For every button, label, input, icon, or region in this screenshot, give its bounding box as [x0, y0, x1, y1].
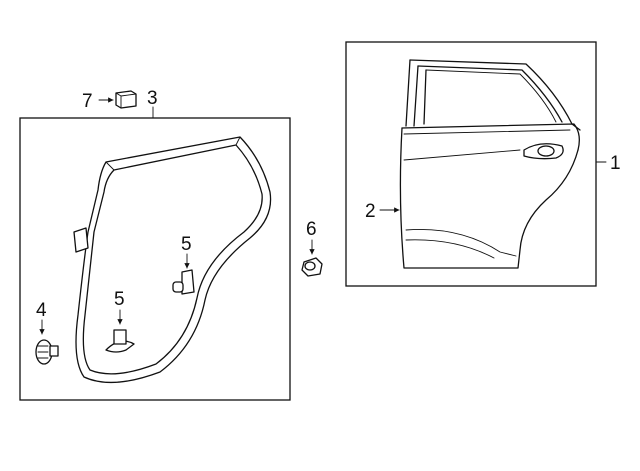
callout-clip-lower: 5 — [114, 289, 125, 310]
callout-retainer-clip: 7 — [82, 91, 93, 112]
retainer-clip-part — [115, 90, 137, 109]
callout-plug-left: 4 — [36, 300, 47, 321]
clip-lower-part — [105, 329, 135, 353]
rear-door-shell — [399, 59, 581, 269]
clip-upper-part — [172, 269, 195, 295]
callout-door-assembly: 1 — [610, 153, 621, 174]
weatherstrip-group-box — [19, 117, 291, 401]
callout-door-shell: 2 — [365, 201, 376, 222]
weatherstrip-seal — [73, 136, 272, 384]
bumper-part — [301, 257, 323, 277]
callout-bumper: 6 — [306, 219, 317, 240]
callout-weatherstrip: 3 — [147, 88, 158, 109]
door-assembly-box — [345, 41, 597, 287]
callout-clip-upper: 5 — [181, 234, 192, 255]
plug-left-part — [35, 339, 59, 365]
